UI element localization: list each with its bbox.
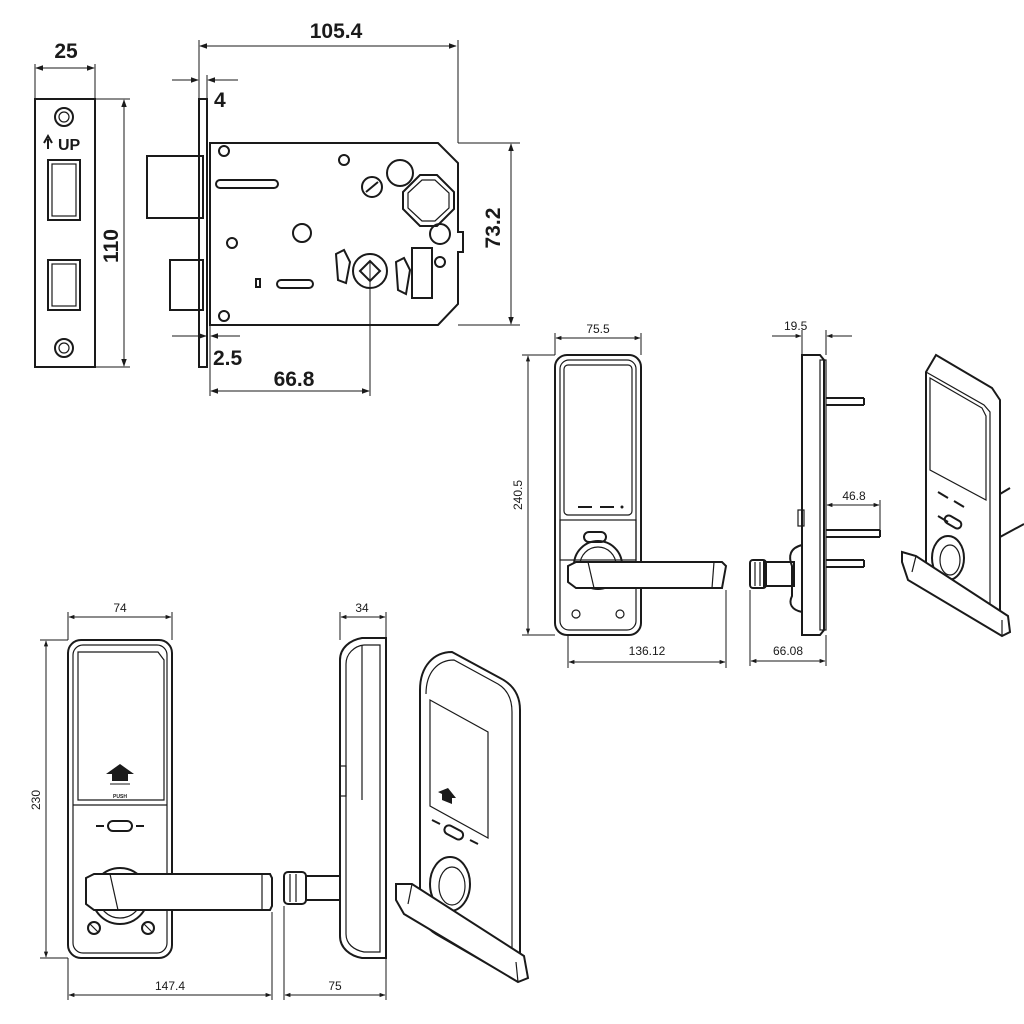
up-arrow-icon	[43, 133, 53, 149]
lock-a-side-view	[749, 354, 881, 636]
dim-label: 74	[113, 601, 127, 615]
dim-label: 34	[355, 601, 369, 615]
push-arrow-icon	[106, 764, 134, 785]
lock-a-front-view	[554, 354, 728, 636]
dimension-lock-a-width: 75.5	[554, 322, 642, 355]
dim-label: 147.4	[155, 979, 185, 993]
dimension-backset: 66.8	[209, 260, 371, 396]
dim-label: 73.2	[482, 208, 505, 249]
dimension-faceplate-width: 25	[34, 40, 96, 99]
lock-b-side-view	[283, 637, 387, 959]
lock-b-perspective-view	[395, 650, 530, 984]
push-arrow-icon	[438, 788, 456, 804]
dim-label: 136.12	[629, 644, 666, 658]
dim-label: 75.5	[586, 322, 610, 336]
dim-label: 66.08	[773, 644, 803, 658]
up-label: UP	[58, 137, 81, 154]
dimension-lock-a-spindle: 46.8	[826, 489, 881, 537]
dimension-faceplate-height: 110	[95, 98, 130, 368]
dim-label: 2.5	[213, 347, 243, 370]
dimension-plate-offset: 2.5	[172, 325, 243, 370]
dimension-lock-a-side-total: 66.08	[749, 590, 827, 666]
dimension-lock-b-height: 230	[29, 639, 68, 959]
dimension-body-height: 73.2	[458, 142, 520, 326]
dim-label: 110	[100, 229, 123, 263]
dimension-body-width: 105.4	[198, 20, 459, 143]
dim-label: 66.8	[274, 368, 315, 391]
lock-b-front-view: PUSH	[67, 639, 273, 959]
dim-label: 240.5	[511, 480, 525, 510]
dim-label: 75	[328, 979, 342, 993]
dim-label: 19.5	[784, 319, 808, 333]
push-label: PUSH	[113, 794, 127, 800]
dimension-lock-a-height: 240.5	[511, 354, 555, 636]
dim-label: 230	[29, 790, 43, 810]
dim-label: 46.8	[842, 489, 866, 503]
dimension-faceplate-thickness: 4	[172, 75, 238, 112]
mortise-body	[146, 98, 464, 368]
dimension-lock-b-handle: 147.4	[67, 912, 273, 1000]
dimension-lock-a-handle: 136.12	[567, 590, 727, 668]
dim-label: 4	[214, 89, 226, 112]
dimension-lock-b-depth: 34	[339, 601, 387, 640]
dimension-lock-b-width: 74	[67, 601, 173, 640]
dim-label: 25	[54, 40, 78, 63]
mortise-faceplate: UP	[34, 98, 96, 368]
dimension-lock-b-side-total: 75	[283, 906, 387, 1000]
lock-a-perspective-view	[901, 353, 1024, 638]
dim-label: 105.4	[310, 20, 363, 43]
dimension-lock-a-depth: 19.5	[772, 319, 852, 355]
